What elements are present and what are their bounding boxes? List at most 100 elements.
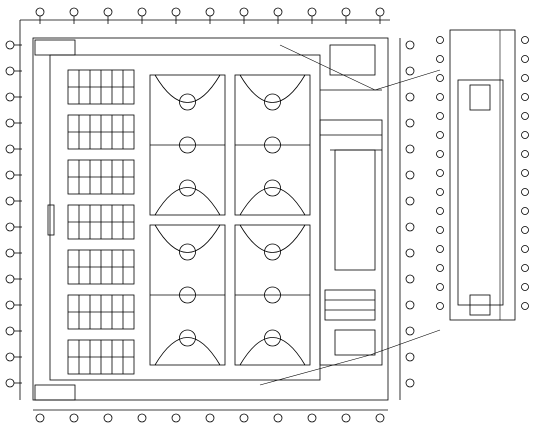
building-outline: [32, 37, 389, 401]
grid-bubble: [405, 222, 415, 232]
grid-bubble: [307, 7, 317, 17]
free-throw-circle: [179, 179, 196, 197]
three-point-arc: [154, 187, 221, 216]
grid-bubble: [436, 188, 444, 196]
grid-bubble: [171, 7, 181, 17]
grid-bubble: [521, 55, 529, 63]
grid-bubble: [5, 300, 15, 310]
grid-bubble: [5, 40, 15, 50]
grid-bubble: [521, 74, 529, 82]
grid-bubble: [436, 283, 444, 291]
grid-bubble: [405, 40, 415, 50]
annex-outline: [319, 119, 383, 366]
grid-bubble: [5, 222, 15, 232]
grid-bubble: [436, 207, 444, 215]
free-throw-circle: [264, 179, 281, 197]
grid-bubble: [521, 131, 529, 139]
grid-bubble: [137, 7, 147, 17]
grid-bubble: [405, 300, 415, 310]
grid-bubble: [521, 302, 529, 310]
center-circle: [264, 286, 281, 304]
grid-bubble: [171, 413, 181, 423]
grid-bubble: [103, 7, 113, 17]
free-throw-circle: [179, 329, 196, 347]
grid-bubble: [521, 264, 529, 272]
stair-block: [324, 289, 376, 321]
lower-stair-room: [334, 329, 376, 356]
grid-bubble: [405, 118, 415, 128]
detail-stair-bottom: [469, 294, 491, 316]
grid-bubble: [405, 352, 415, 362]
grid-bubble: [69, 7, 79, 17]
detail-plan-outline: [449, 29, 516, 321]
grid-bubble: [436, 112, 444, 120]
free-throw-circle: [179, 243, 196, 261]
grid-bubble: [521, 36, 529, 44]
grid-bubble: [341, 7, 351, 17]
grid-bubble: [405, 92, 415, 102]
grid-bubble: [375, 413, 385, 423]
grid-bubble: [5, 196, 15, 206]
grid-bubble: [436, 302, 444, 310]
grid-bubble: [239, 7, 249, 17]
center-circle: [179, 286, 196, 304]
grid-bubble: [521, 93, 529, 101]
grid-bubble: [5, 274, 15, 284]
entrance-room-bottom: [34, 384, 76, 401]
grid-bubble: [405, 144, 415, 154]
three-point-arc: [239, 224, 306, 253]
grid-bubble: [5, 144, 15, 154]
grid-bubble: [5, 248, 15, 258]
grid-bubble: [405, 196, 415, 206]
center-circle: [179, 136, 196, 154]
center-circle: [264, 136, 281, 154]
top-right-room: [329, 44, 376, 76]
grid-bubble: [273, 7, 283, 17]
grid-bubble: [405, 326, 415, 336]
grid-bubble: [5, 92, 15, 102]
grid-bubble: [521, 207, 529, 215]
grid-bubble: [273, 413, 283, 423]
grid-bubble: [436, 226, 444, 234]
grid-bubble: [5, 170, 15, 180]
grid-bubble: [137, 413, 147, 423]
grid-bubble: [521, 150, 529, 158]
three-point-arc: [239, 187, 306, 216]
grid-bubble: [436, 55, 444, 63]
grid-bubble: [436, 264, 444, 272]
grid-bubble: [5, 66, 15, 76]
grid-bubble: [375, 7, 385, 17]
detail-room-outline: [457, 79, 504, 306]
grid-bubble: [436, 131, 444, 139]
grid-bubble: [521, 112, 529, 120]
grid-bubble: [405, 274, 415, 284]
grid-bubble: [521, 226, 529, 234]
grid-bubble: [405, 66, 415, 76]
entrance-room-top: [34, 39, 76, 56]
grid-bubble: [436, 36, 444, 44]
three-point-arc: [154, 337, 221, 366]
grid-bubble: [35, 413, 45, 423]
grid-bubble: [103, 413, 113, 423]
grid-bubble: [35, 7, 45, 17]
detail-stair-top: [469, 84, 491, 111]
grid-bubble: [436, 74, 444, 82]
grid-bubble: [5, 378, 15, 388]
grid-bubble: [307, 413, 317, 423]
grid-bubble: [5, 118, 15, 128]
grid-bubble: [5, 352, 15, 362]
grid-bubble: [239, 413, 249, 423]
free-throw-circle: [179, 93, 196, 111]
grid-bubble: [405, 248, 415, 258]
three-point-arc: [154, 74, 221, 103]
free-throw-circle: [264, 93, 281, 111]
grid-bubble: [405, 378, 415, 388]
grid-bubble: [436, 93, 444, 101]
grid-bubble: [436, 150, 444, 158]
grid-bubble: [521, 245, 529, 253]
grid-bubble: [341, 413, 351, 423]
side-door: [47, 204, 55, 236]
grid-bubble: [205, 7, 215, 17]
three-point-arc: [154, 224, 221, 253]
grid-bubble: [436, 245, 444, 253]
